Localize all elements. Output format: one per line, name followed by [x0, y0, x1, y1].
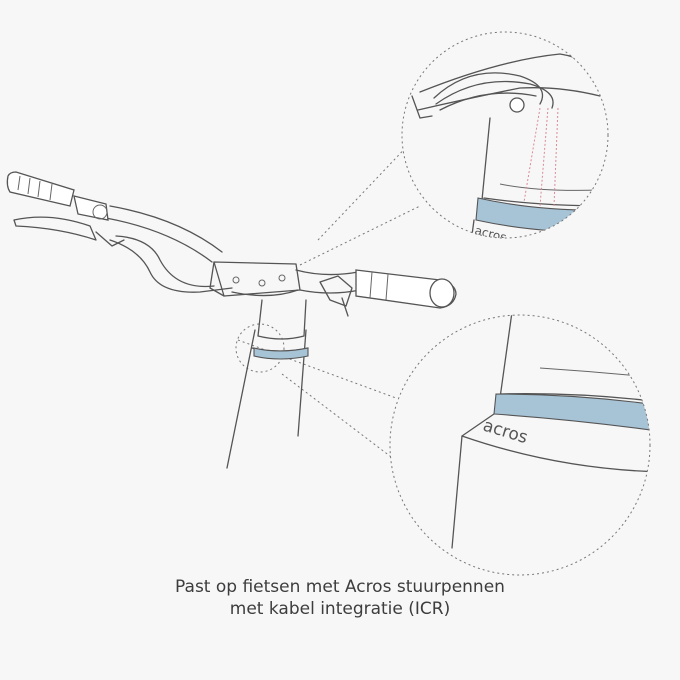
brake-cables — [109, 235, 299, 297]
zoom-detail-top: acros — [401, 31, 609, 239]
handlebar-left — [6, 171, 223, 263]
head-tube — [226, 329, 309, 469]
stem — [209, 261, 307, 340]
caption-line-2: met kabel integratie (ICR) — [229, 599, 451, 619]
caption: Past op fietsen met Acros stuurpennen me… — [0, 576, 680, 620]
caption-line-1: Past op fietsen met Acros stuurpennen — [175, 577, 505, 597]
headset-highlight-circle — [235, 323, 285, 373]
zoom-detail-bottom: acros — [389, 314, 651, 576]
handlebar-right — [295, 269, 457, 317]
